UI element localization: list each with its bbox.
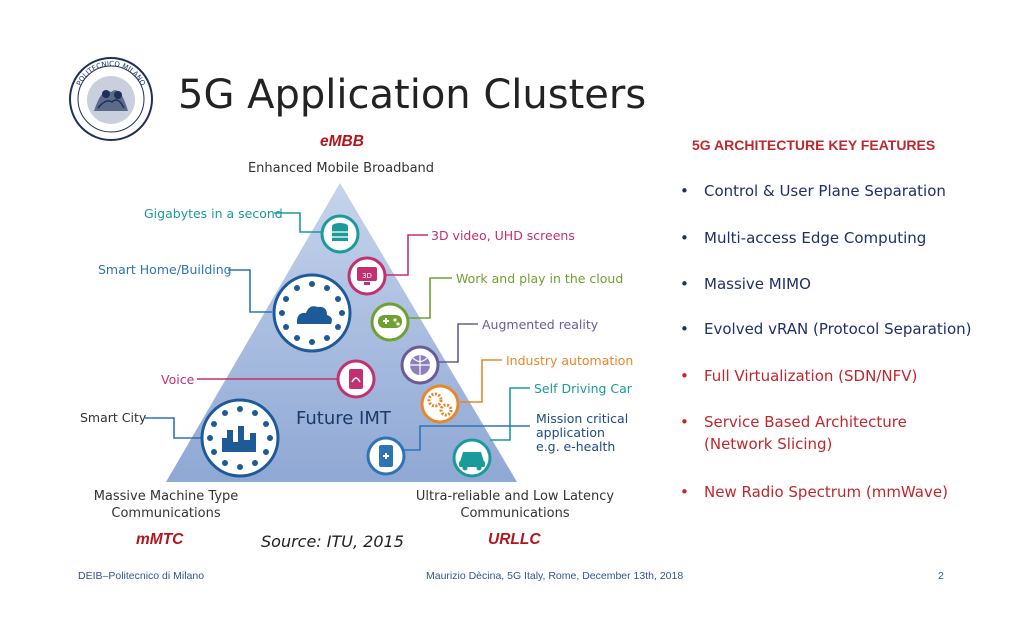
callout-industry: Industry automation (506, 353, 634, 368)
bullet: • (680, 413, 689, 431)
feature-text-line-2: (Network Slicing) (704, 435, 833, 453)
feature-text: Multi-access Edge Computing (704, 229, 927, 247)
connector-gigabytes (274, 212, 322, 233)
connector-cloud (406, 277, 452, 319)
health-phone-icon (366, 436, 406, 476)
politecnico-logo: POLITECNICO MILANO (69, 57, 153, 141)
voice-phone-icon (336, 359, 376, 399)
connector-smart-city (145, 417, 204, 439)
mmtc-label-line-2: Communications (111, 506, 221, 521)
feature-text: Evolved vRAN (Protocol Separation) (704, 320, 972, 338)
mmtc-label-line-1: Massive Machine Type (93, 489, 239, 504)
mmtc-label: Massive Machine Type Communications (78, 488, 254, 522)
bullet: • (680, 367, 689, 385)
page-number: 2 (938, 570, 944, 582)
connector-industry (460, 359, 502, 403)
feature-text: Service Based Architecture (704, 413, 907, 431)
bullet: • (680, 182, 689, 200)
feature-text: Control & User Plane Separation (704, 182, 946, 200)
connector-3d-video (385, 234, 428, 276)
mission-line-3: e.g. e-health (536, 439, 616, 454)
features-title: 5G ARCHITECTURE KEY FEATURES (692, 137, 936, 153)
urllc-acronym: URLLC (488, 531, 541, 548)
future-imt-label: Future IMT (296, 408, 391, 429)
bullet: • (680, 275, 689, 293)
embb-acronym: eMBB (320, 133, 364, 150)
connector-ar (438, 323, 478, 363)
gears-icon (420, 384, 460, 424)
source-citation: Source: ITU, 2015 (261, 532, 404, 551)
urllc-label-line-1: Ultra-reliable and Low Latency (415, 489, 615, 504)
smart-city-cluster (200, 398, 280, 478)
feature-text: New Radio Spectrum (mmWave) (704, 483, 948, 501)
car-icon (452, 438, 492, 478)
3d-screen-icon: 3D (347, 256, 387, 296)
callout-self-driving: Self Driving Car (534, 381, 632, 396)
callout-smart-city: Smart City (80, 410, 147, 425)
callout-mission-critical: Mission critical application e.g. e-heal… (536, 412, 628, 454)
augmented-reality-icon (400, 345, 440, 385)
callout-ar: Augmented reality (482, 317, 599, 332)
connector-smart-home (228, 269, 272, 313)
urllc-label: Ultra-reliable and Low Latency Communica… (396, 488, 634, 522)
mission-line-2: application (536, 425, 605, 440)
connector-mission (402, 425, 530, 451)
callout-cloud: Work and play in the cloud (456, 271, 624, 286)
footer-center: Maurizio Dècina, 5G Italy, Rome, Decembe… (426, 570, 684, 582)
gamepad-icon (370, 302, 410, 342)
database-icon (320, 214, 360, 254)
connector-self-driving (490, 387, 530, 441)
footer-left: DEIB–Politecnico di Milano (78, 570, 205, 582)
bullet: • (680, 483, 689, 501)
slide-title: 5G Application Clusters (178, 72, 647, 118)
smart-home-cluster (272, 273, 352, 353)
callout-3d-video: 3D video, UHD screens (431, 228, 575, 243)
bullet: • (680, 229, 689, 247)
embb-label: Enhanced Mobile Broadband (247, 161, 435, 176)
callout-gigabytes: Gigabytes in a second (144, 206, 283, 221)
urllc-label-line-2: Communications (460, 506, 570, 521)
callout-voice: Voice (161, 372, 195, 387)
bullet: • (680, 320, 689, 338)
mission-line-1: Mission critical (536, 411, 629, 426)
3d-icon-text: 3D (362, 272, 372, 280)
feature-text: Massive MIMO (704, 275, 811, 293)
callout-smart-home: Smart Home/Building (98, 262, 232, 277)
mmtc-acronym: mMTC (136, 531, 184, 548)
feature-text: Full Virtualization (SDN/NFV) (704, 367, 918, 385)
